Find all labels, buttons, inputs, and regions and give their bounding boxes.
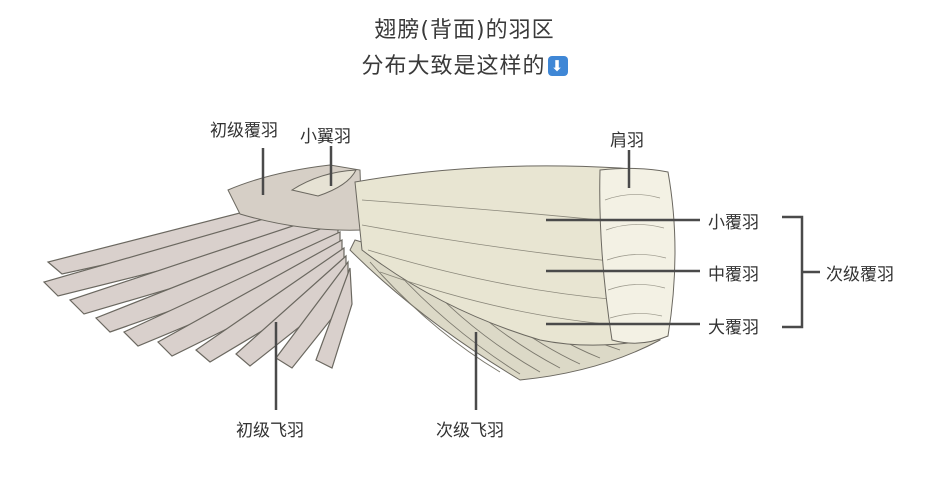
down-arrow-emoji-icon: ⬇: [547, 56, 568, 76]
diagram-title: 翅膀(背面)的羽区: [374, 18, 555, 43]
scapulars-area: [599, 167, 676, 344]
label-primary-coverts: 初级覆羽: [210, 121, 278, 141]
label-secondary-coverts: 次级覆羽: [826, 265, 894, 285]
label-greater-coverts: 大覆羽: [708, 318, 759, 338]
diagram-subtitle: 分布大致是这样的⬇: [0, 48, 929, 80]
leader-lines: [261, 146, 820, 410]
label-secondaries: 次级飞羽: [436, 421, 504, 441]
label-primaries: 初级飞羽: [236, 421, 304, 441]
subtitle-text: 分布大致是这样的: [361, 54, 546, 79]
bracket-secondary-coverts: [782, 215, 804, 329]
label-alula: 小翼羽: [300, 127, 351, 147]
label-scapulars: 肩羽: [610, 131, 644, 151]
label-median-coverts: 中覆羽: [708, 265, 759, 285]
secondary-coverts-area: [354, 165, 669, 346]
label-lesser-coverts: 小覆羽: [708, 213, 759, 233]
primary-feathers: [42, 189, 353, 369]
alula-area: [290, 169, 357, 197]
